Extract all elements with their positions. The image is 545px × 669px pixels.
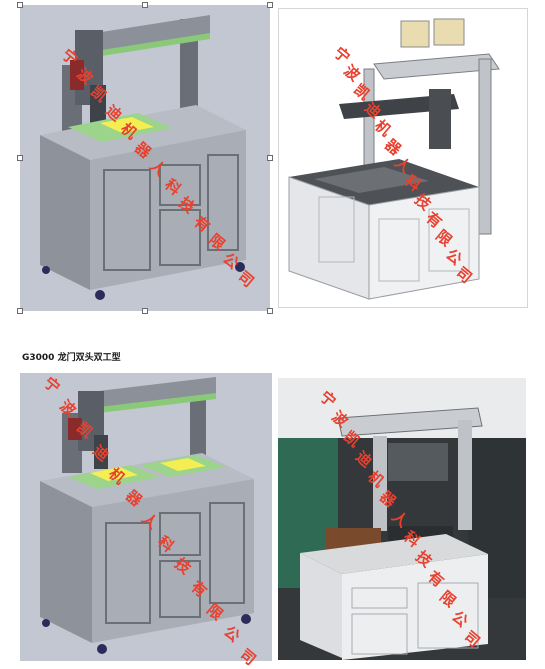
product-caption: G3000 龙门双头双工型 bbox=[22, 353, 121, 363]
resize-handle[interactable] bbox=[142, 308, 148, 314]
resize-handle[interactable] bbox=[17, 155, 23, 161]
photo-image-single-head bbox=[278, 8, 528, 308]
photo-render-2 bbox=[278, 378, 526, 660]
resize-handle[interactable] bbox=[267, 308, 273, 314]
resize-handle[interactable] bbox=[267, 2, 273, 8]
cad-image-single-head bbox=[20, 5, 270, 311]
resize-handle[interactable] bbox=[267, 155, 273, 161]
photo-render-1 bbox=[279, 9, 527, 307]
photo-image-dual-head bbox=[278, 378, 526, 660]
cad-render-1 bbox=[40, 15, 246, 300]
resize-handle[interactable] bbox=[17, 308, 23, 314]
resize-handle[interactable] bbox=[142, 2, 148, 8]
cad-render-2 bbox=[40, 377, 254, 654]
resize-handle[interactable] bbox=[17, 2, 23, 8]
cad-image-dual-head bbox=[20, 373, 272, 661]
